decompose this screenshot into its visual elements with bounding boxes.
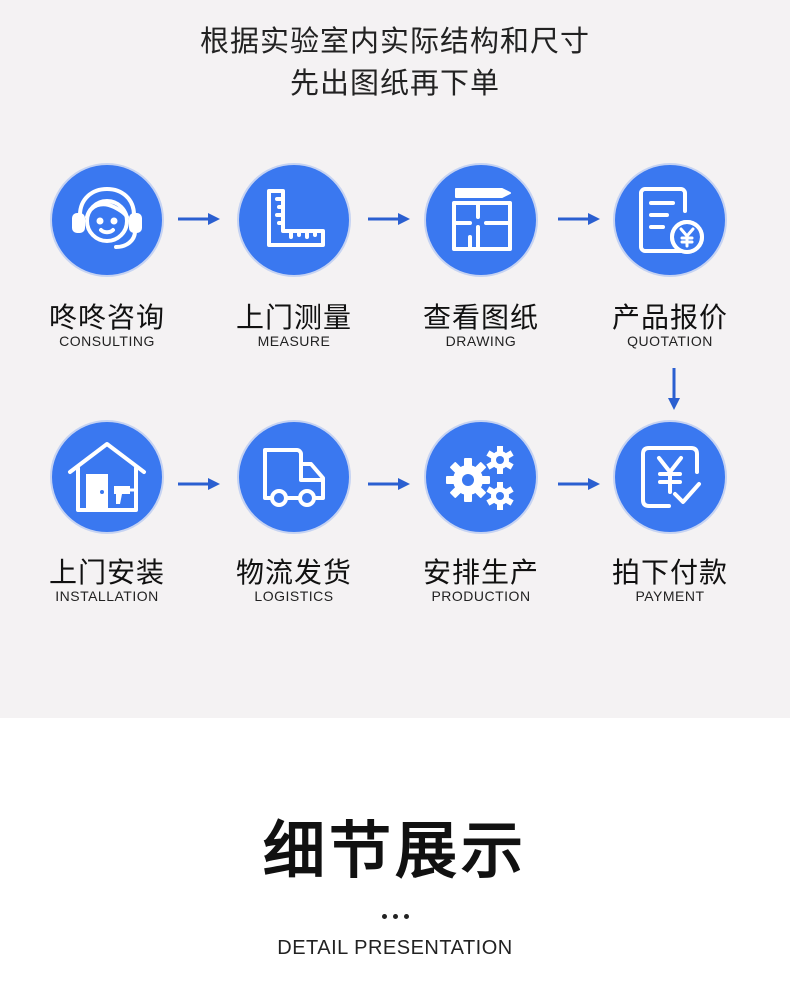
arrow-right-icon	[558, 213, 600, 225]
ruler-icon	[239, 165, 349, 275]
dots-divider	[0, 904, 790, 923]
quotation-document-icon	[615, 165, 725, 275]
step-label-cn: 产品报价	[611, 301, 728, 334]
house-install-icon	[52, 422, 162, 532]
step-label-cn: 咚咚咨询	[48, 301, 165, 334]
headline-line-1: 根据实验室内实际结构和尺寸	[199, 24, 590, 58]
step-label-en: PRODUCTION	[431, 588, 531, 604]
detail-subtitle: DETAIL PRESENTATION	[277, 937, 513, 959]
step-label-en: LOGISTICS	[254, 588, 334, 604]
headline-line-2: 先出图纸再下单	[289, 66, 500, 100]
gears-icon	[426, 422, 536, 532]
step-label-en: QUOTATION	[627, 333, 713, 349]
step-label-cn: 物流发货	[235, 556, 352, 589]
floor-plan-icon	[426, 165, 536, 275]
headset-support-icon	[52, 165, 162, 275]
step-label-cn: 拍下付款	[611, 556, 728, 589]
step-label-en: DRAWING	[445, 333, 517, 349]
delivery-truck-icon	[239, 422, 349, 532]
detail-title: 细节展示	[262, 814, 527, 887]
arrow-right-icon	[178, 478, 220, 490]
step-label-en: INSTALLATION	[55, 588, 159, 604]
step-label-en: PAYMENT	[635, 588, 705, 604]
payment-yen-icon	[615, 422, 725, 532]
arrow-right-icon	[368, 213, 410, 225]
arrow-right-icon	[558, 478, 600, 490]
step-label-cn: 安排生产	[422, 556, 539, 589]
arrow-down-icon	[668, 368, 680, 410]
step-label-cn: 查看图纸	[422, 301, 539, 334]
step-label-cn: 上门安装	[48, 556, 165, 589]
step-label-en: MEASURE	[257, 333, 331, 349]
step-label-cn: 上门测量	[235, 301, 352, 334]
arrow-right-icon	[368, 478, 410, 490]
process-section: 根据实验室内实际结构和尺寸 先出图纸再下单 咚咚咨询 CONSULTING	[0, 0, 790, 718]
arrow-right-icon	[178, 213, 220, 225]
step-label-en: CONSULTING	[59, 333, 155, 349]
